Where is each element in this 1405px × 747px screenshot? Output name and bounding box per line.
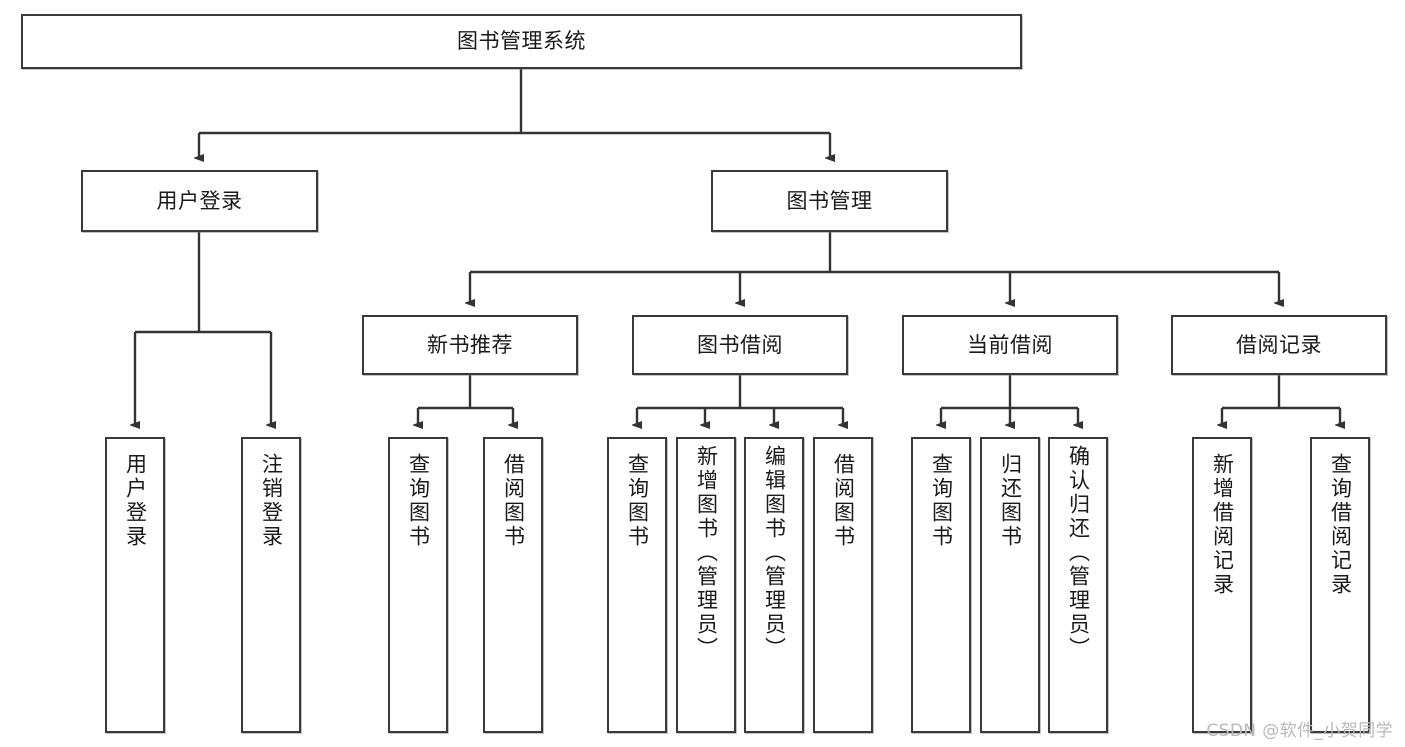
node-new-book-recommend[interactable]: 新书推荐 [362,315,578,375]
node-root-label: 图书管理系统 [457,29,586,54]
leaf-logout[interactable]: 注销登录 [241,437,301,733]
leaf-query-book-3[interactable]: 查询图书 [911,437,971,733]
leaf-query-record[interactable]: 查询借阅记录 [1310,437,1370,733]
leaf-add-record[interactable]: 新增借阅记录 [1192,437,1252,733]
leaf-user-login[interactable]: 用户登录 [105,437,165,733]
node-root[interactable]: 图书管理系统 [21,14,1022,69]
node-borrow-record-label: 借阅记录 [1236,332,1322,357]
leaf-query-book-3-label: 查询图书 [929,453,954,549]
leaf-query-book-2-label: 查询图书 [625,453,650,549]
node-user-login-label: 用户登录 [156,188,243,213]
leaf-logout-label: 注销登录 [259,453,284,549]
leaf-add-book-label: 新增图书（管理员） [694,445,719,661]
node-book-manage[interactable]: 图书管理 [711,170,948,232]
leaf-confirm-return-label: 确认归还（管理员） [1066,445,1091,661]
leaf-query-book-1-label: 查询图书 [406,453,431,549]
node-book-borrow-label: 图书借阅 [697,332,783,357]
leaf-borrow-book-2-label: 借阅图书 [831,453,856,549]
leaf-borrow-book-2[interactable]: 借阅图书 [813,437,873,733]
leaf-query-book-2[interactable]: 查询图书 [607,437,667,733]
leaf-query-book-1[interactable]: 查询图书 [388,437,448,733]
leaf-return-book-label: 归还图书 [998,453,1023,549]
node-new-book-recommend-label: 新书推荐 [427,332,513,357]
node-current-borrow[interactable]: 当前借阅 [902,315,1118,375]
leaf-user-login-label: 用户登录 [123,453,148,549]
node-borrow-record[interactable]: 借阅记录 [1171,315,1387,375]
node-current-borrow-label: 当前借阅 [967,332,1053,357]
leaf-borrow-book-1-label: 借阅图书 [501,453,526,549]
leaf-confirm-return[interactable]: 确认归还（管理员） [1048,437,1108,733]
watermark: CSDN @软件_小贺同学 [1206,721,1393,741]
node-user-login[interactable]: 用户登录 [81,170,318,232]
leaf-edit-book-label: 编辑图书（管理员） [762,445,787,661]
node-book-manage-label: 图书管理 [786,188,873,213]
node-book-borrow[interactable]: 图书借阅 [632,315,848,375]
leaf-add-record-label: 新增借阅记录 [1210,453,1235,597]
leaf-add-book[interactable]: 新增图书（管理员） [676,437,736,733]
leaf-edit-book[interactable]: 编辑图书（管理员） [744,437,804,733]
leaf-query-record-label: 查询借阅记录 [1328,453,1353,597]
leaf-return-book[interactable]: 归还图书 [980,437,1040,733]
leaf-borrow-book-1[interactable]: 借阅图书 [483,437,543,733]
